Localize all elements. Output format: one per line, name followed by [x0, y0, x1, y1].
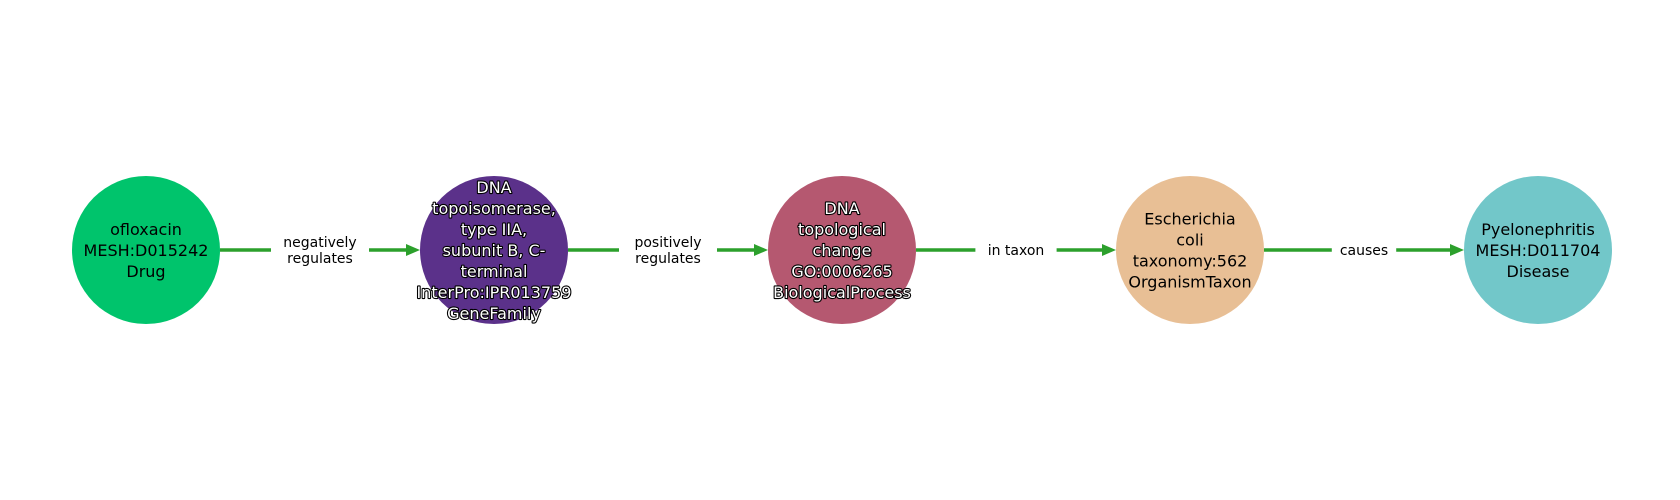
- edge-arrowhead: [1102, 244, 1116, 256]
- node-label-line: Drug: [126, 262, 165, 281]
- node-label-line: change: [813, 241, 872, 260]
- edge-label-line: regulates: [635, 251, 701, 267]
- node-circle: [420, 176, 568, 324]
- node-circle: [768, 176, 916, 324]
- node-label-line: type IIA,: [461, 220, 527, 239]
- edge-arrowhead: [1450, 244, 1464, 256]
- node-label-line: DNA: [476, 178, 511, 197]
- node-label-line: MESH:D011704: [1476, 241, 1601, 260]
- node-label-line: ofloxacin: [110, 220, 182, 239]
- edge-label-background: [619, 232, 717, 268]
- edge-label-background: [975, 240, 1057, 260]
- edge-arrowhead: [406, 244, 420, 256]
- node-circle: [1116, 176, 1264, 324]
- edge-label-background: [271, 232, 369, 268]
- node-label-line: MESH:D015242: [84, 241, 209, 260]
- node-label-line: Pyelonephritis: [1481, 220, 1595, 239]
- node-label-line: OrganismTaxon: [1128, 273, 1251, 292]
- edge-n3-n4: in taxon: [916, 240, 1116, 260]
- node-label-line: topological: [798, 220, 886, 239]
- node-label-line: Escherichia: [1144, 210, 1235, 229]
- edge-arrowhead: [754, 244, 768, 256]
- node-label-line: coli: [1176, 231, 1203, 250]
- node-circle: [72, 176, 220, 324]
- node-n3: DNA topological changeGO:0006265Biological…: [768, 176, 916, 324]
- node-label-line: InterPro:IPR013759: [417, 283, 572, 302]
- edge-label-background: [1331, 240, 1397, 260]
- node-label-line: Disease: [1507, 262, 1570, 281]
- node-label-line: topoisomerase,: [432, 199, 556, 218]
- edge-label-line: in taxon: [988, 243, 1045, 259]
- node-label-line: taxonomy:562: [1133, 252, 1248, 271]
- node-label-line: GeneFamily: [447, 304, 541, 323]
- node-circle: [1464, 176, 1612, 324]
- edge-label-line: negatively: [283, 235, 356, 251]
- node-label-line: BiologicalProcess: [773, 283, 911, 302]
- node-label-line: terminal: [461, 262, 528, 281]
- node-label-line: GO:0006265: [791, 262, 892, 281]
- edge-n4-n5: causes: [1264, 240, 1464, 260]
- edge-label-line: causes: [1340, 243, 1388, 259]
- edge-label-line: regulates: [287, 251, 353, 267]
- node-label-line: DNA: [824, 199, 859, 218]
- node-n2: DNA topoisomerase, type IIA, subunit B, C-t…: [415, 176, 573, 324]
- edge-label-line: positively: [634, 235, 701, 251]
- node-label-line: subunit B, C-: [443, 241, 546, 260]
